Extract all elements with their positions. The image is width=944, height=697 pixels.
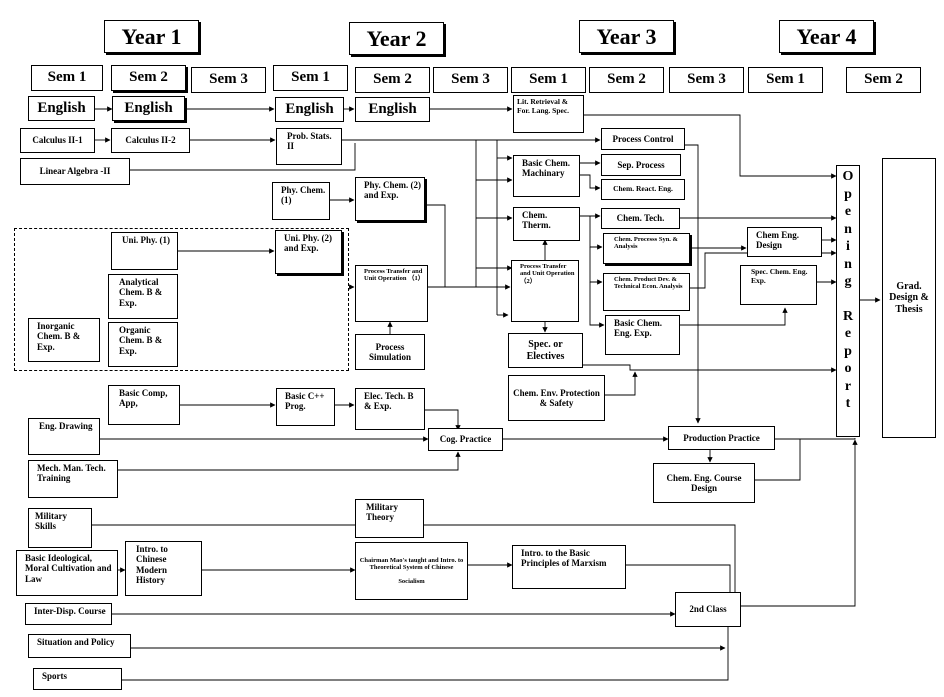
course-spec-electives: Spec. or Electives [508,333,583,368]
course-chem-product-dev: Chem. Product Dev. & Technical Econ. Ana… [603,273,690,311]
course-intro-chinese-history: Intro. to Chinese Modern History [125,541,202,596]
course-sports: Sports [33,668,122,690]
course-prob-stats: Prob. Stats. II [276,128,342,165]
course-chairman-mao: Chairman Mao's taught and Intro. to Theo… [355,542,468,600]
y4-sem1: Sem 1 [748,67,823,93]
course-calculus-2: Calculus II-2 [111,128,190,153]
course-process-control: Process Control [601,128,685,150]
y1-sem1: Sem 1 [31,65,103,91]
course-english-4: English [355,97,430,122]
course-calculus-1: Calculus II-1 [20,128,95,153]
course-process-transfer-1: Process Transfer and Unit Operation （1） [355,265,428,322]
course-production-practice: Production Practice [668,426,775,450]
course-sep-process: Sep. Process [601,154,681,176]
course-chem-eng-course-design: Chem. Eng. Course Design [653,463,755,503]
course-english-1: English [28,96,95,121]
course-phy-chem-1: Phy. Chem. (1) [272,182,330,220]
year-3-header: Year 3 [579,20,674,53]
course-basic-chem-eng-exp: Basic Chem. Eng. Exp. [605,315,680,355]
course-military-skills: Military Skills [28,508,92,548]
course-eng-drawing: Eng. Drawing [28,418,100,455]
arrow-lit-to-opening [584,114,837,179]
chairman-mao-line1: Chairman Mao's taught and Intro. to Theo… [359,556,464,572]
course-chem-eng-design: Chem Eng. Design [747,227,822,257]
course-mech-man: Mech. Man. Tech. Training [28,460,118,498]
opening-report: O p e n i n g R e p o r t [836,165,860,437]
y1-sem3: Sem 3 [191,67,266,93]
course-basic-chem-machinary: Basic Chem. Machinary [513,155,580,197]
course-2nd-class: 2nd Class [675,592,741,627]
course-uni-phy-2: Uni. Phy. (2) and Exp. [275,230,342,274]
year-4-header: Year 4 [779,20,874,53]
course-inter-disp: Inter-Disp. Course [25,603,112,625]
course-basic-comp: Basic Comp, App, [108,385,180,425]
chairman-mao-line2: Socialism [398,577,425,585]
course-basic-cpp: Basic C++ Prog. [276,388,335,426]
y1-sem2: Sem 2 [111,65,186,91]
course-chem-tech: Chem. Tech. [601,208,680,229]
y3-sem2: Sem 2 [589,67,664,93]
y3-sem3: Sem 3 [669,67,744,93]
course-lit-retrieval: Lit. Retrieval & For. Lang. Spec. [513,95,584,133]
course-analytical-chem: Analytical Chem. B & Exp. [108,274,178,319]
science-course-group [14,228,349,371]
course-chem-react-eng: Chem. React. Eng. [601,179,685,200]
course-process-transfer-2: Process Transfer and Unit Operation （2） [511,260,579,322]
grad-design-thesis: Grad. Design & Thesis [882,158,936,438]
course-spec-chem-eng-exp: Spec. Chem. Eng. Exp. [740,265,817,305]
arrow-linear-algebra [130,143,356,171]
course-cog-practice: Cog. Practice [428,428,503,451]
year-2-header: Year 2 [349,22,444,55]
course-intro-marxism: Intro. to the Basic Principles of Marxis… [512,545,626,589]
course-elec-tech: Elec. Tech. B & Exp. [355,388,425,430]
y2-sem1: Sem 1 [273,65,348,91]
course-uni-phy-1: Uni. Phy. (1) [111,232,178,270]
year-1-header: Year 1 [104,20,199,53]
arrow-2ndclass-opening [741,439,858,607]
course-chem-env-protection: Chem. Env. Protection & Safety [508,375,605,421]
course-phy-chem-2: Phy. Chem. (2) and Exp. [355,177,425,221]
y3-sem1: Sem 1 [511,67,586,93]
course-situation-policy: Situation and Policy [28,634,131,658]
y2-sem2: Sem 2 [355,67,430,93]
course-chem-therm: Chem. Therm. [513,207,580,241]
course-military-theory: Military Theory [355,499,424,538]
course-inorganic-chem: Inorganic Chem. B & Exp. [28,318,100,362]
course-english-3: English [275,97,344,122]
course-english-2: English [112,96,185,121]
course-process-simulation: Process Simulation [355,334,425,370]
y4-sem2: Sem 2 [846,67,921,93]
course-chem-process-syn: Chem. Processs Syn. & Analysis [603,233,690,264]
course-organic-chem: Organic Chem. B & Exp. [108,322,178,367]
course-linear-algebra: Linear Algebra -II [20,158,130,185]
vline-698 [685,144,701,424]
y2-sem3: Sem 3 [433,67,508,93]
course-basic-ideological: Basic Ideological, Moral Cultivation and… [16,550,118,596]
